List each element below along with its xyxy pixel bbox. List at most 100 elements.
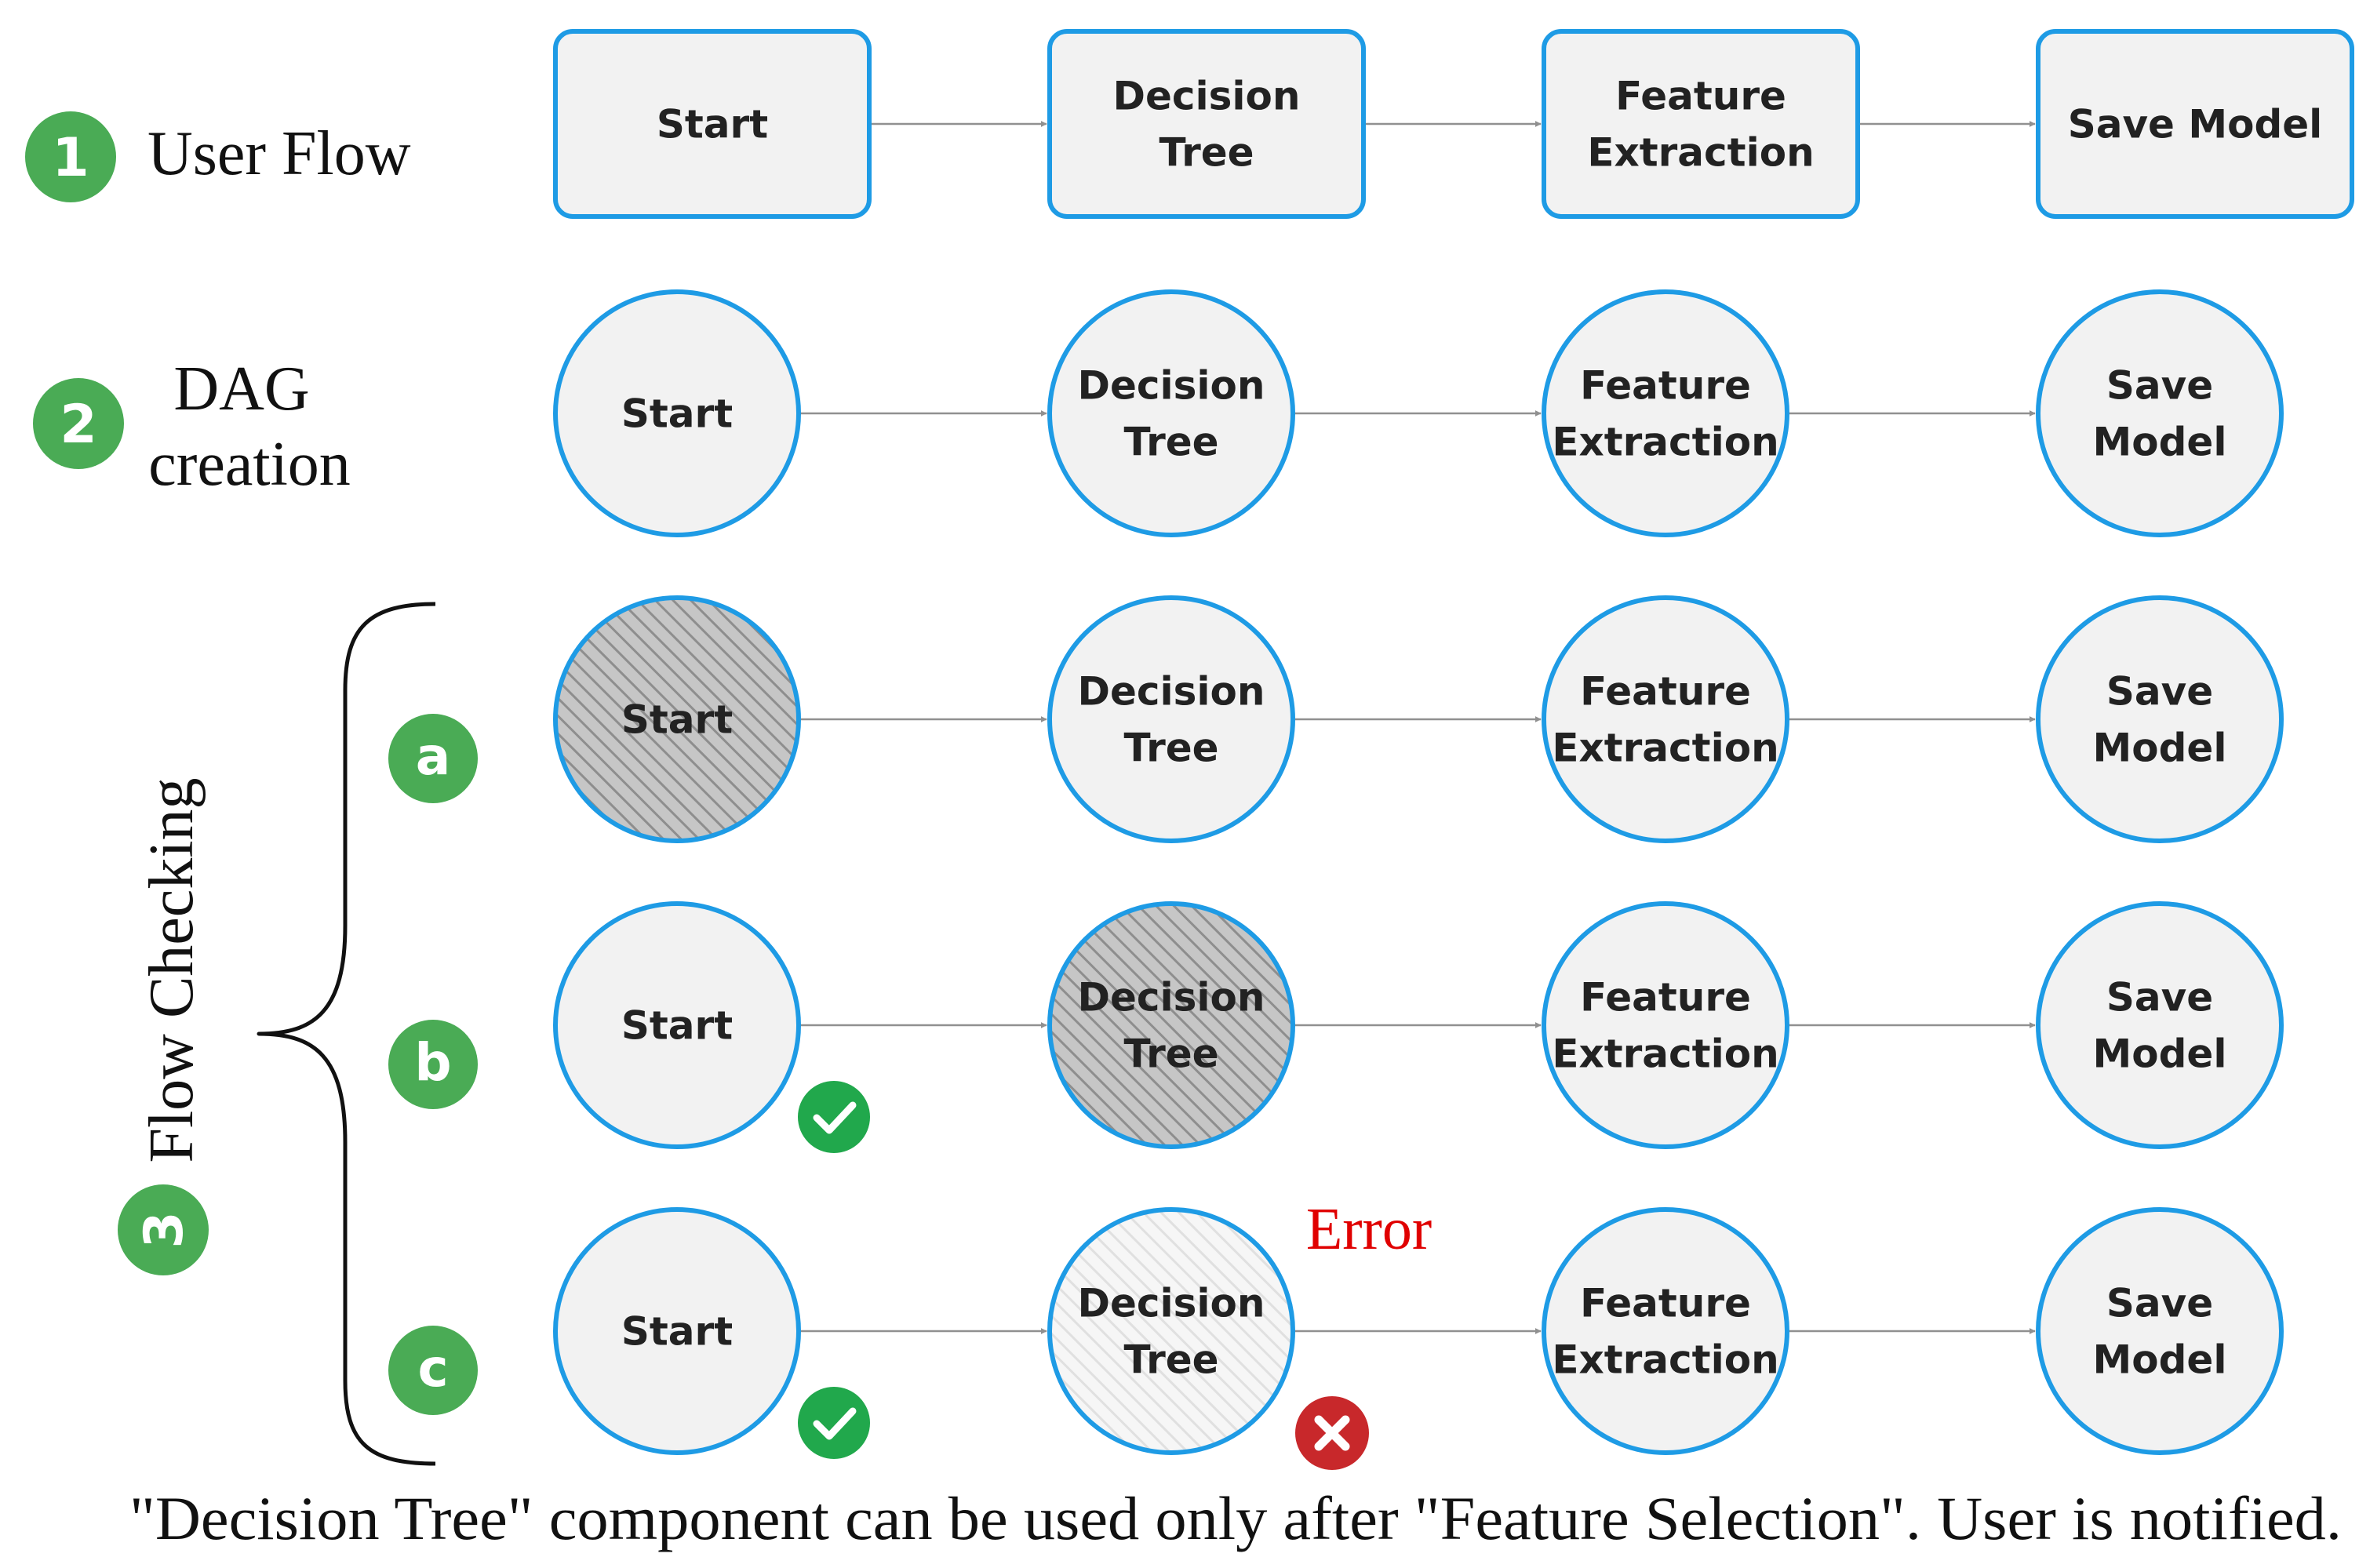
step-1-label: User Flow xyxy=(147,119,411,188)
flow-node-label-line: Tree xyxy=(1123,726,1218,771)
flow-node-label: Start xyxy=(621,391,733,437)
user-flow-node-label-line: Decision xyxy=(1112,74,1300,119)
substep-badge-c: c xyxy=(388,1326,478,1415)
flow-node-label-line: Save xyxy=(2106,363,2213,409)
flow-circle xyxy=(1047,1207,1295,1455)
user-flow-box xyxy=(1542,29,1860,219)
flow-node-label-line: Tree xyxy=(1123,1337,1218,1383)
error-label: Error xyxy=(1306,1196,1432,1262)
flow-node-label-line: Decision xyxy=(1077,975,1265,1020)
flow-node-label-line: Start xyxy=(621,1003,733,1049)
flow-node-label: Start xyxy=(621,1003,733,1049)
user-flow-node-label-line: Extraction xyxy=(1587,130,1814,176)
user-flow-box xyxy=(2036,29,2354,219)
substep-badge-b: b xyxy=(388,1020,478,1109)
footer-note: "Decision Tree" component can be used on… xyxy=(129,1484,2342,1552)
substep-letter: a xyxy=(416,726,451,787)
flow-node-label-line: Extraction xyxy=(1552,726,1778,771)
user-flow-node-label-line: Tree xyxy=(1159,130,1254,176)
step-2-label-line-2: creation xyxy=(148,430,351,499)
flow-node-label: Start xyxy=(621,1309,733,1355)
user-flow-node-label-line: Start xyxy=(657,102,768,147)
flow-node-label-line: Feature xyxy=(1580,669,1751,715)
step-2-label-line-1: DAG xyxy=(173,355,309,424)
flow-circle xyxy=(1047,901,1295,1149)
step-number-badge-3: 3 xyxy=(118,1184,209,1275)
flow-circle xyxy=(2036,289,2284,537)
flow-node-label-line: Start xyxy=(621,391,733,437)
flow-circle xyxy=(1542,901,1789,1149)
flow-node-label-line: Tree xyxy=(1123,420,1218,465)
connector-arrows xyxy=(800,121,2036,1334)
user-flow-node-label: Save Model xyxy=(2068,102,2323,147)
step-number: 2 xyxy=(60,394,96,456)
curly-bracket xyxy=(257,602,436,1466)
flow-node-label-line: Start xyxy=(621,1309,733,1355)
flow-node-label-line: Model xyxy=(2093,1031,2227,1077)
flow-circle xyxy=(553,595,801,843)
flow-node-label-line: Extraction xyxy=(1552,1031,1778,1077)
user-flow-box xyxy=(553,29,872,219)
cross-icon xyxy=(1295,1396,1369,1470)
flow-circle xyxy=(2036,595,2284,843)
annotation-texts: Error "Decision Tree" component can be us… xyxy=(129,1196,2342,1552)
flow-checking-bracket-group xyxy=(257,602,436,1466)
flow-node-label-line: Feature xyxy=(1580,975,1751,1020)
flow-node-label-line: Model xyxy=(2093,420,2227,465)
flow-node-label-line: Start xyxy=(621,697,733,743)
substep-badge-a: a xyxy=(388,714,478,803)
checkmark-icon xyxy=(798,1387,870,1459)
flow-circle xyxy=(1542,289,1789,537)
dag-node-start: Start xyxy=(553,289,801,537)
flow-node-label-line: Model xyxy=(2093,726,2227,771)
flow-node-label: Start xyxy=(621,697,733,743)
flow-circle xyxy=(553,289,801,537)
step-number-badge-2: 2 xyxy=(33,378,124,469)
step-number: 1 xyxy=(52,127,89,189)
flow-circle xyxy=(1047,595,1295,843)
flow-node-label-line: Tree xyxy=(1123,1031,1218,1077)
check-c-node-start: Start xyxy=(553,1207,801,1455)
flow-node-label-line: Feature xyxy=(1580,1281,1751,1326)
flow-node-label-line: Save xyxy=(2106,669,2213,715)
user-flow-node-label-line: Save Model xyxy=(2068,102,2323,147)
check-a-node-start: Start xyxy=(553,595,801,843)
user-flow-node-save: Save Model xyxy=(2036,29,2354,219)
flow-circle xyxy=(1542,1207,1789,1455)
checkmark-icon xyxy=(798,1081,870,1153)
user-flow-node-start: Start xyxy=(553,29,872,219)
user-flow-node-label-line: Feature xyxy=(1615,74,1786,119)
flow-node-label-line: Save xyxy=(2106,975,2213,1020)
status-icons xyxy=(798,1081,1369,1470)
flow-circle xyxy=(1542,595,1789,843)
flow-node-label-line: Save xyxy=(2106,1281,2213,1326)
user-flow-box xyxy=(1047,29,1366,219)
